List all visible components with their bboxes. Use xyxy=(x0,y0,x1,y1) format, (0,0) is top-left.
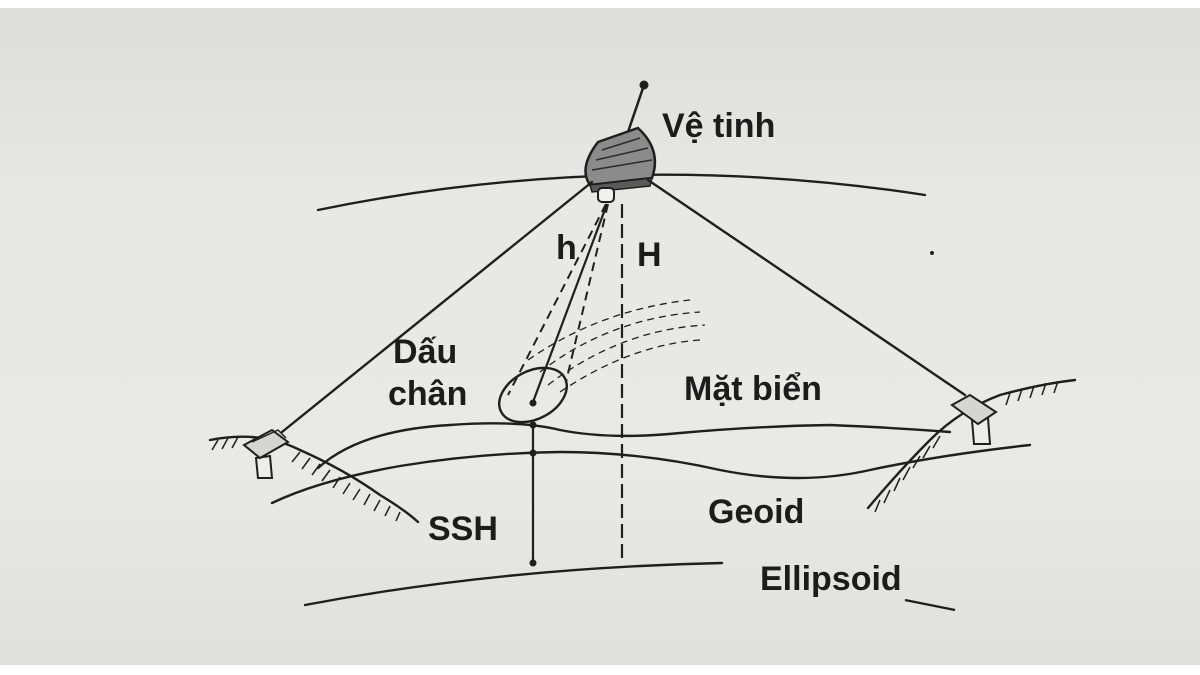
right-station-link xyxy=(646,178,967,397)
geoid-curve xyxy=(270,443,1032,505)
sea-surface-label: Mặt biển xyxy=(684,370,822,408)
footprint-ellipse xyxy=(498,366,568,424)
footprint-label-line1: Dấu xyxy=(393,333,457,371)
sea-surface-curve xyxy=(316,422,952,470)
beam-lines xyxy=(507,203,609,396)
footprint-swath xyxy=(527,299,706,393)
footprint-label-line2: chân xyxy=(388,375,467,413)
ellipsoid-tick xyxy=(904,598,956,612)
h-label: h xyxy=(556,229,577,267)
ellipsoid-label: Ellipsoid xyxy=(760,560,902,598)
left-station-icon xyxy=(242,428,290,479)
right-station-icon xyxy=(950,393,998,445)
right-hill xyxy=(866,378,1077,513)
geoid-label: Geoid xyxy=(708,493,804,531)
left-hill xyxy=(208,435,420,524)
speck xyxy=(930,251,934,255)
satellite-label: Vệ tinh xyxy=(662,107,775,145)
satellite-icon xyxy=(584,80,657,203)
left-station-link xyxy=(280,180,594,434)
frame-border-bottom xyxy=(0,665,1200,675)
H-label: H xyxy=(637,236,662,274)
frame-border-top xyxy=(0,0,1200,8)
ellipsoid-curve xyxy=(303,561,724,607)
ssh-label: SSH xyxy=(428,510,498,548)
